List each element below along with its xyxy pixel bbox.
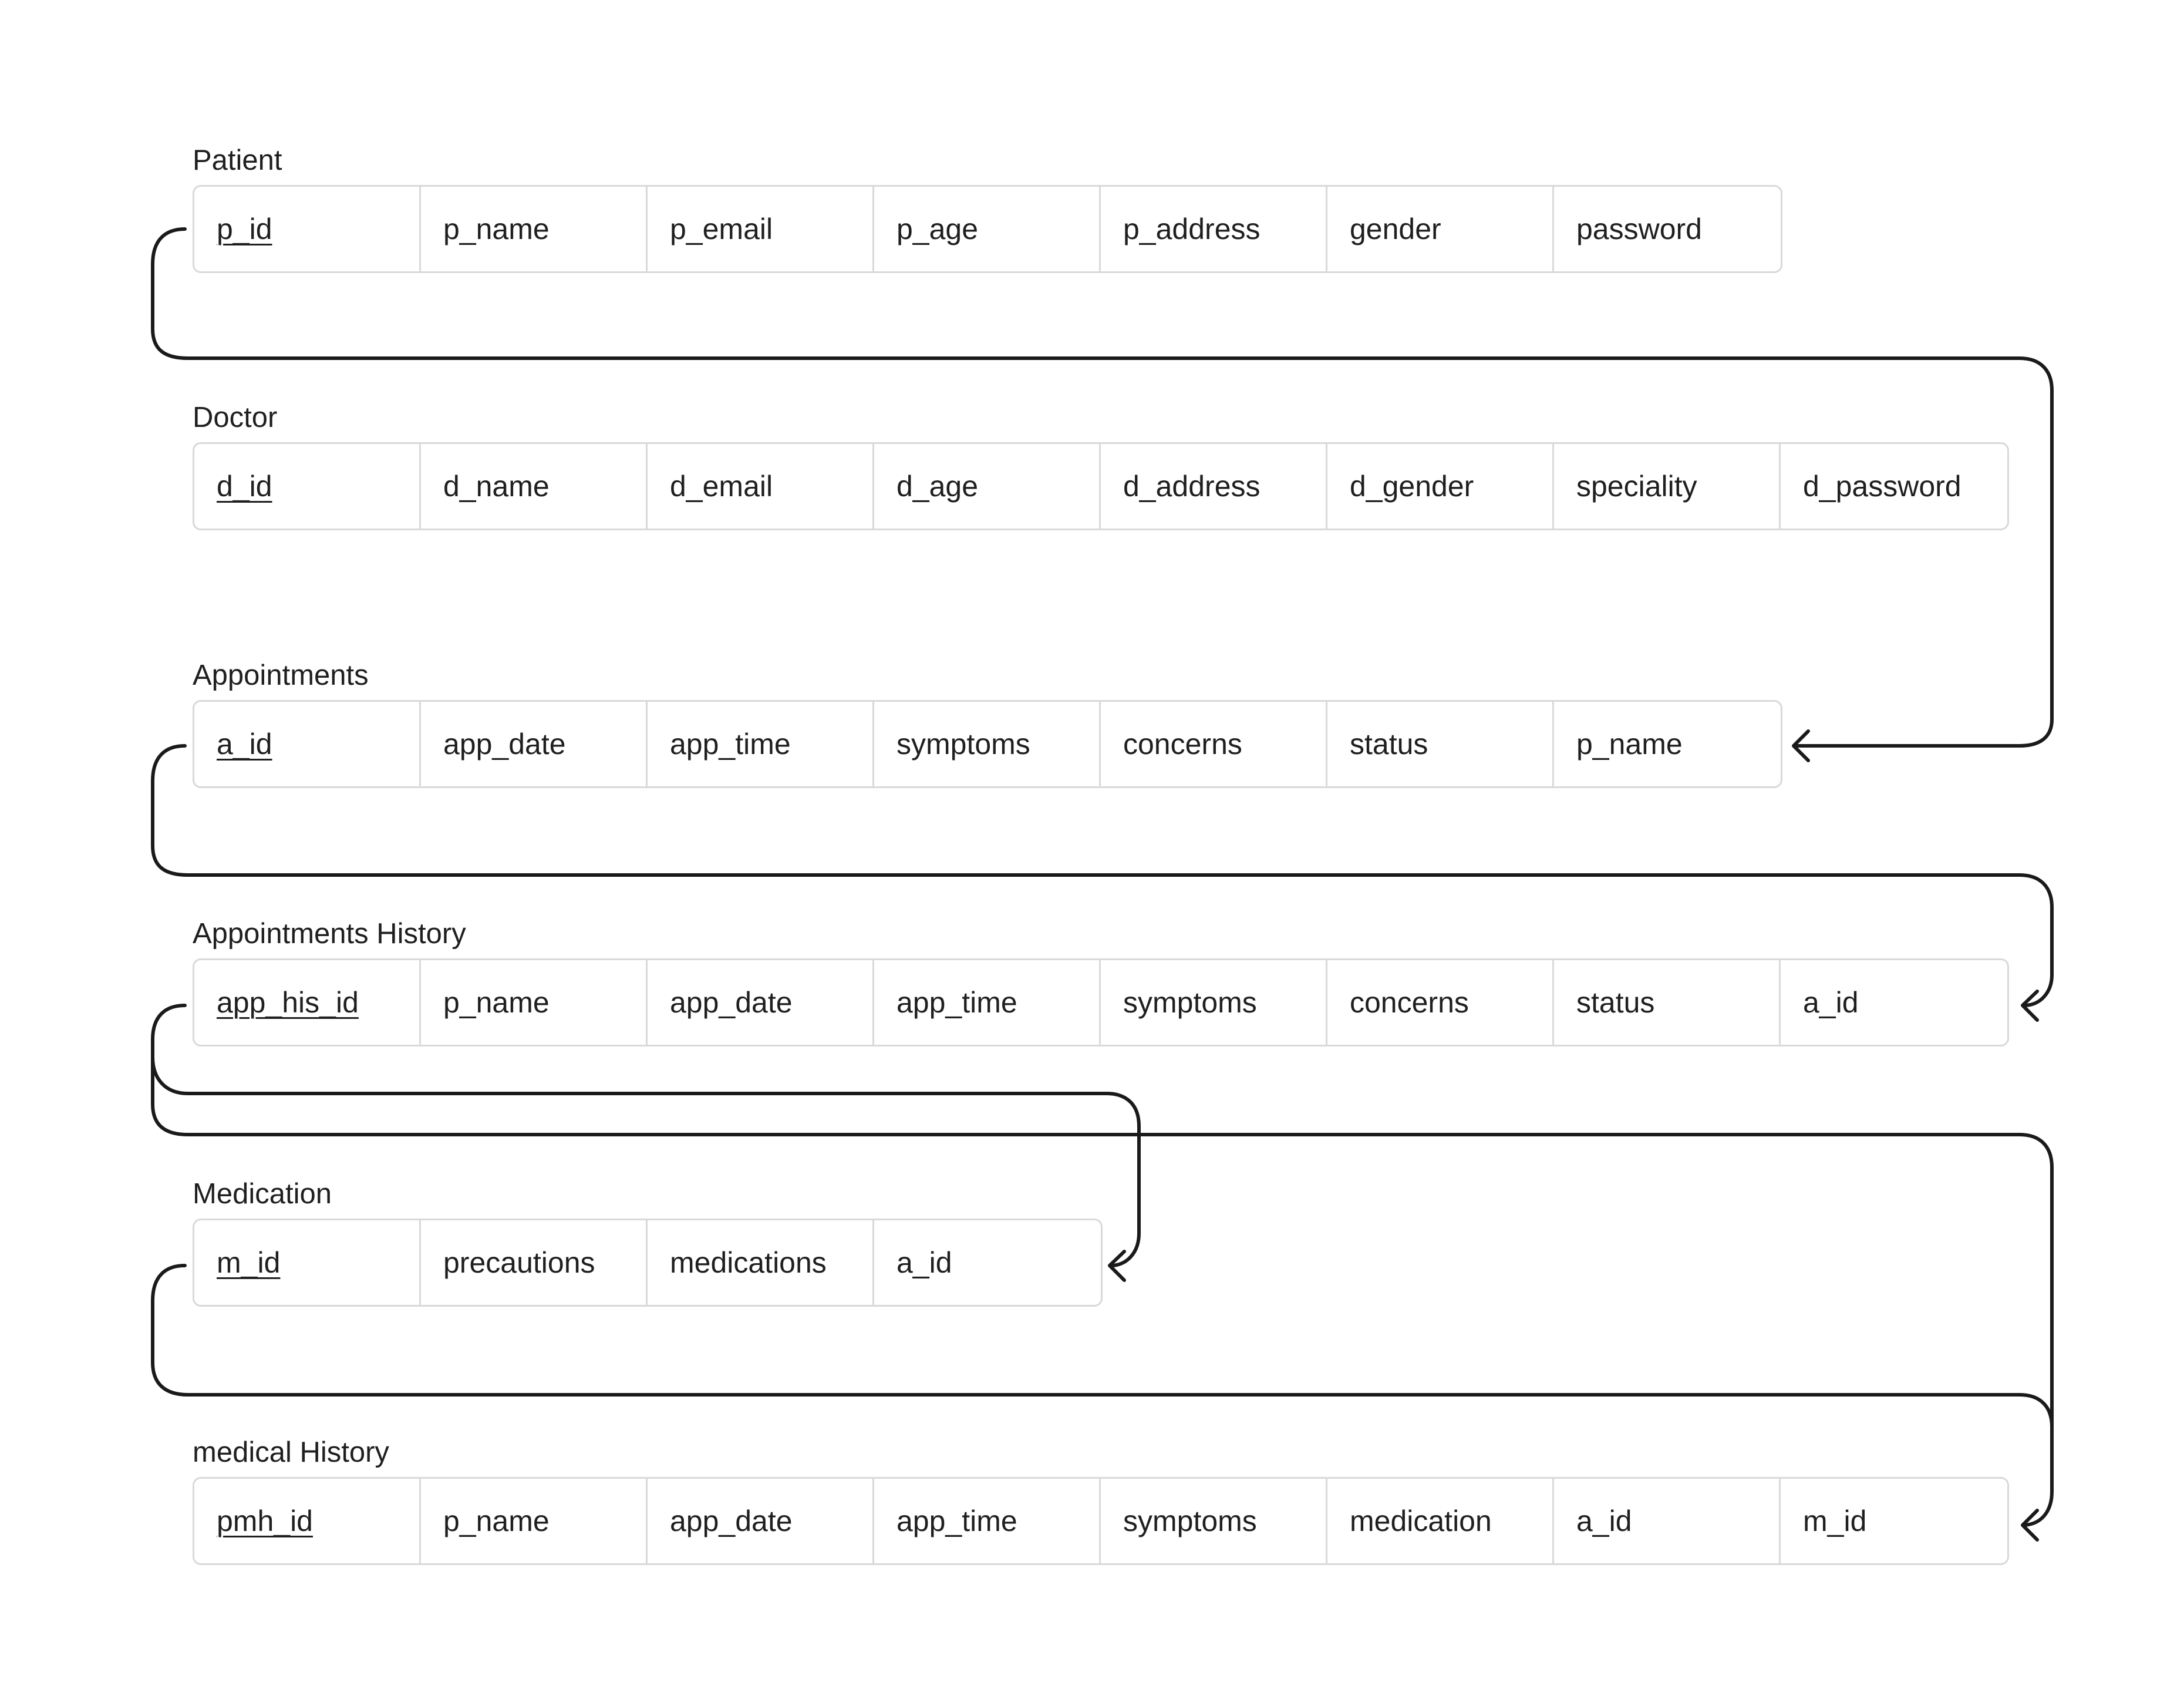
field-m_id: m_id xyxy=(1803,1505,1867,1537)
field-app_date: app_date xyxy=(648,960,874,1045)
field-d_email: d_email xyxy=(648,444,874,529)
field-speciality: speciality xyxy=(1554,444,1781,529)
field-password: password xyxy=(1576,213,1702,245)
field-concerns: concerns xyxy=(1327,960,1554,1045)
table-patient: Patient p_id p_name p_email p_age p_addr… xyxy=(193,144,1782,273)
field-p_name: p_name xyxy=(421,1479,648,1563)
field-m_id: m_id xyxy=(194,1220,421,1305)
field-app_time: app_time xyxy=(874,1479,1101,1563)
field-p_name: p_name xyxy=(421,960,648,1045)
arrowhead-appointments-p_name xyxy=(1792,729,1810,762)
field-d_gender: d_gender xyxy=(1327,444,1554,529)
field-a_id: a_id xyxy=(194,702,421,786)
table-medication: Medication m_id precautions medications … xyxy=(193,1178,1103,1307)
table-row-patient: p_id p_name p_email p_age p_address gend… xyxy=(193,185,1782,273)
field-app_time: app_time xyxy=(874,960,1101,1045)
table-title-appointments: Appointments xyxy=(193,659,369,691)
field-p_id: p_id xyxy=(194,187,421,271)
table-appointments: Appointments a_id app_date app_time symp… xyxy=(193,659,1782,788)
table-title-patient: Patient xyxy=(193,144,282,176)
table-row-appointments: a_id app_date app_time symptoms concerns… xyxy=(193,700,1782,788)
field-d_address: d_address xyxy=(1101,444,1327,529)
table-row-doctor: d_id d_name d_email d_age d_address d_ge… xyxy=(193,442,2009,530)
field-symptoms: symptoms xyxy=(874,702,1101,786)
field-a_id: a_id xyxy=(896,1246,952,1279)
field-app_date: app_date xyxy=(648,1479,874,1563)
field-p_name: p_name xyxy=(421,187,648,271)
field-gender: gender xyxy=(1327,187,1554,271)
field-app_time: app_time xyxy=(648,702,874,786)
table-title-medical-history: medical History xyxy=(193,1436,389,1468)
field-p_email: p_email xyxy=(648,187,874,271)
field-symptoms: symptoms xyxy=(1101,960,1327,1045)
field-medications: medications xyxy=(648,1220,874,1305)
field-symptoms: symptoms xyxy=(1101,1479,1327,1563)
field-status: status xyxy=(1554,960,1781,1045)
table-doctor: Doctor d_id d_name d_email d_age d_addre… xyxy=(193,402,2009,530)
table-row-appointments-history: app_his_id p_name app_date app_time symp… xyxy=(193,958,2009,1047)
table-medical-history: medical History pmh_id p_name app_date a… xyxy=(193,1436,2009,1565)
field-p_name: p_name xyxy=(1576,728,1683,761)
field-medication: medication xyxy=(1327,1479,1554,1563)
field-precautions: precautions xyxy=(421,1220,648,1305)
field-p_address: p_address xyxy=(1101,187,1327,271)
arrowhead-medication-a_id xyxy=(1108,1250,1126,1282)
field-status: status xyxy=(1327,702,1554,786)
table-row-medical-history: pmh_id p_name app_date app_time symptoms… xyxy=(193,1477,2009,1565)
table-row-medication: m_id precautions medications a_id xyxy=(193,1219,1103,1307)
table-title-appointments-history: Appointments History xyxy=(193,918,466,950)
table-title-medication: Medication xyxy=(193,1178,332,1210)
field-pmh_id: pmh_id xyxy=(194,1479,421,1563)
field-concerns: concerns xyxy=(1101,702,1327,786)
arrowhead-history-a_id xyxy=(2021,990,2039,1022)
field-d_password: d_password xyxy=(1803,470,1961,503)
field-d_age: d_age xyxy=(874,444,1101,529)
field-p_age: p_age xyxy=(874,187,1101,271)
table-appointments-history: Appointments History app_his_id p_name a… xyxy=(193,918,2009,1047)
field-d_id: d_id xyxy=(194,444,421,529)
field-app_date: app_date xyxy=(421,702,648,786)
table-title-doctor: Doctor xyxy=(193,402,278,433)
field-a_id: a_id xyxy=(1554,1479,1781,1563)
arrowhead-medical-history-m_id xyxy=(2021,1509,2039,1542)
field-app_his_id: app_his_id xyxy=(194,960,421,1045)
field-d_name: d_name xyxy=(421,444,648,529)
field-a_id: a_id xyxy=(1803,986,1859,1019)
